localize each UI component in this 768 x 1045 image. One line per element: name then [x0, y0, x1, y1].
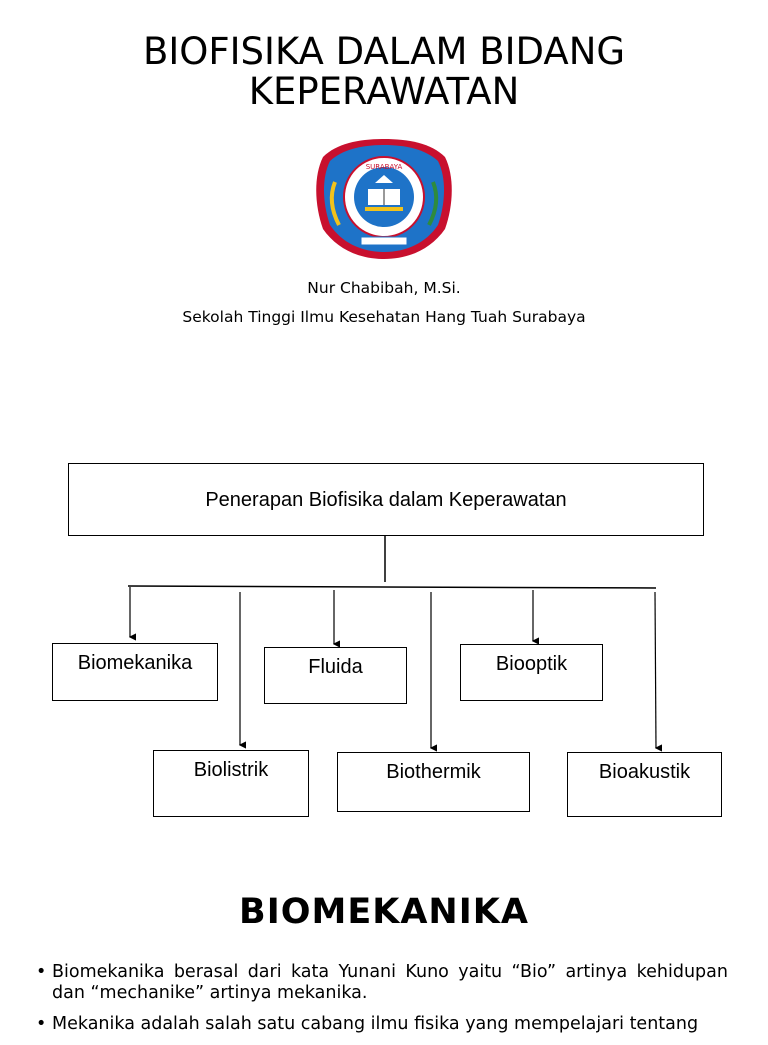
diagram-node-biomekanika: Biomekanika	[52, 643, 218, 701]
diagram-node-biothermik: Biothermik	[337, 752, 530, 812]
diagram-node-label: Biothermik	[386, 761, 481, 783]
slide-title: BIOFISIKA DALAM BIDANG KEPERAWATAN	[0, 32, 768, 112]
diagram-node-biooptik: Biooptik	[460, 644, 603, 701]
diagram-node-label: Fluida	[308, 656, 363, 678]
diagram-node-label: Biooptik	[495, 653, 568, 675]
diagram-root-box: Penerapan Biofisika dalam Keperawatan	[68, 463, 704, 536]
diagram-node-label: Bioakustik	[598, 761, 691, 783]
diagram-node-label: Biomekanika	[77, 652, 193, 674]
diagram-node-bioakustik: Bioakustik	[567, 752, 722, 817]
author-name: Nur Chabibah, M.Si.	[307, 279, 461, 297]
bullet-item: Biomekanika berasal dari kata Yunani Kun…	[36, 962, 728, 1004]
institution-name: Sekolah Tinggi Ilmu Kesehatan Hang Tuah …	[182, 308, 586, 326]
stikes-hang-tuah-logo-icon: SURABAYA	[316, 139, 452, 259]
diagram-node-fluida: Fluida	[264, 647, 407, 704]
bullet-item: Mekanika adalah salah satu cabang ilmu f…	[36, 1014, 728, 1035]
bullet-list: Biomekanika berasal dari kata Yunani Kun…	[36, 962, 728, 1045]
diagram-node-biolistrik: Biolistrik	[153, 750, 309, 817]
slide-title-line1: BIOFISIKA DALAM BIDANG	[142, 30, 626, 73]
diagram-node-label: Biolistrik	[193, 759, 269, 781]
section-title: BIOMEKANIKA	[239, 892, 529, 932]
diagram-root-label: Penerapan Biofisika dalam Keperawatan	[205, 489, 567, 511]
slide-title-line2: KEPERAWATAN	[248, 70, 520, 113]
logo-text: SURABAYA	[366, 163, 403, 171]
